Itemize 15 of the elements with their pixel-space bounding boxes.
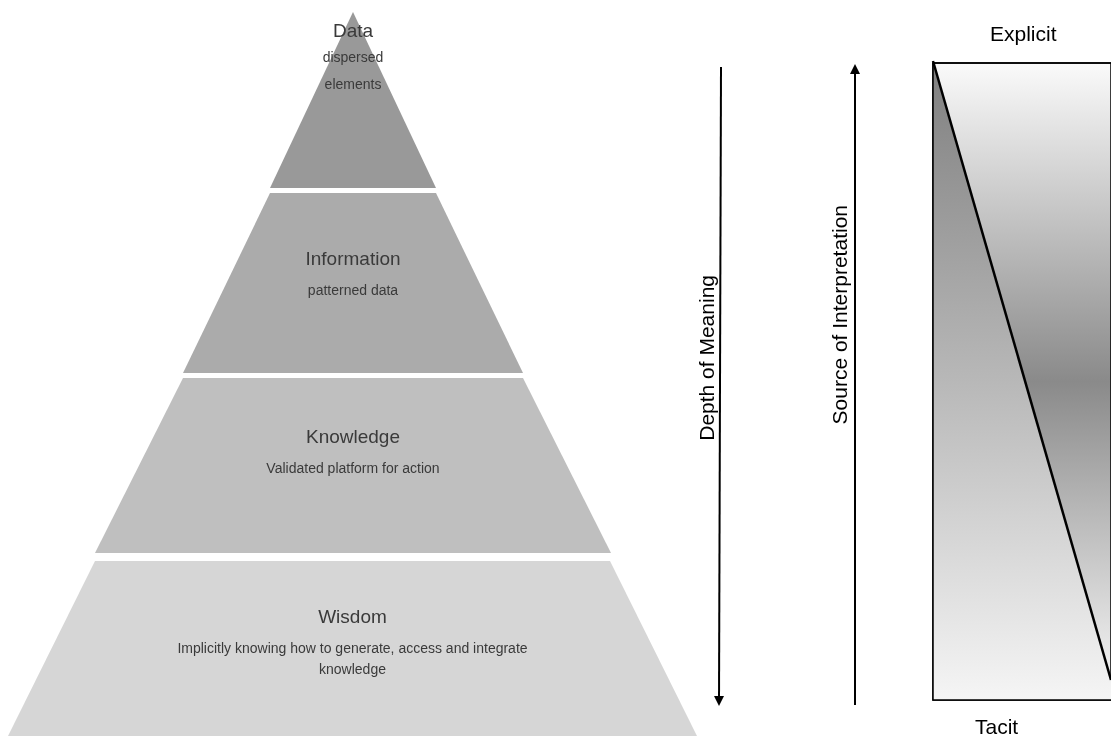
tier-heading: Knowledge — [306, 426, 400, 448]
axis-label: Depth of Meaning — [695, 275, 719, 441]
tier-description: patterned data — [307, 281, 399, 300]
tier-heading: Information — [305, 248, 401, 270]
axis-label: Source of Interpretation — [828, 205, 852, 425]
pyramid-tier — [8, 561, 697, 736]
tier-heading: Data — [332, 20, 374, 42]
scale-label: Explicit — [990, 22, 1057, 46]
tier-description: Validated platform for action — [266, 459, 440, 478]
pyramid-tier — [95, 378, 611, 553]
pyramid-tier — [183, 193, 523, 373]
pyramid-tier — [270, 12, 436, 188]
tier-heading: Wisdom — [318, 606, 387, 628]
scale-label: Tacit — [975, 715, 1019, 739]
tier-description: Implicitly knowing how to generate, access and integrate knowledge — [176, 639, 529, 679]
